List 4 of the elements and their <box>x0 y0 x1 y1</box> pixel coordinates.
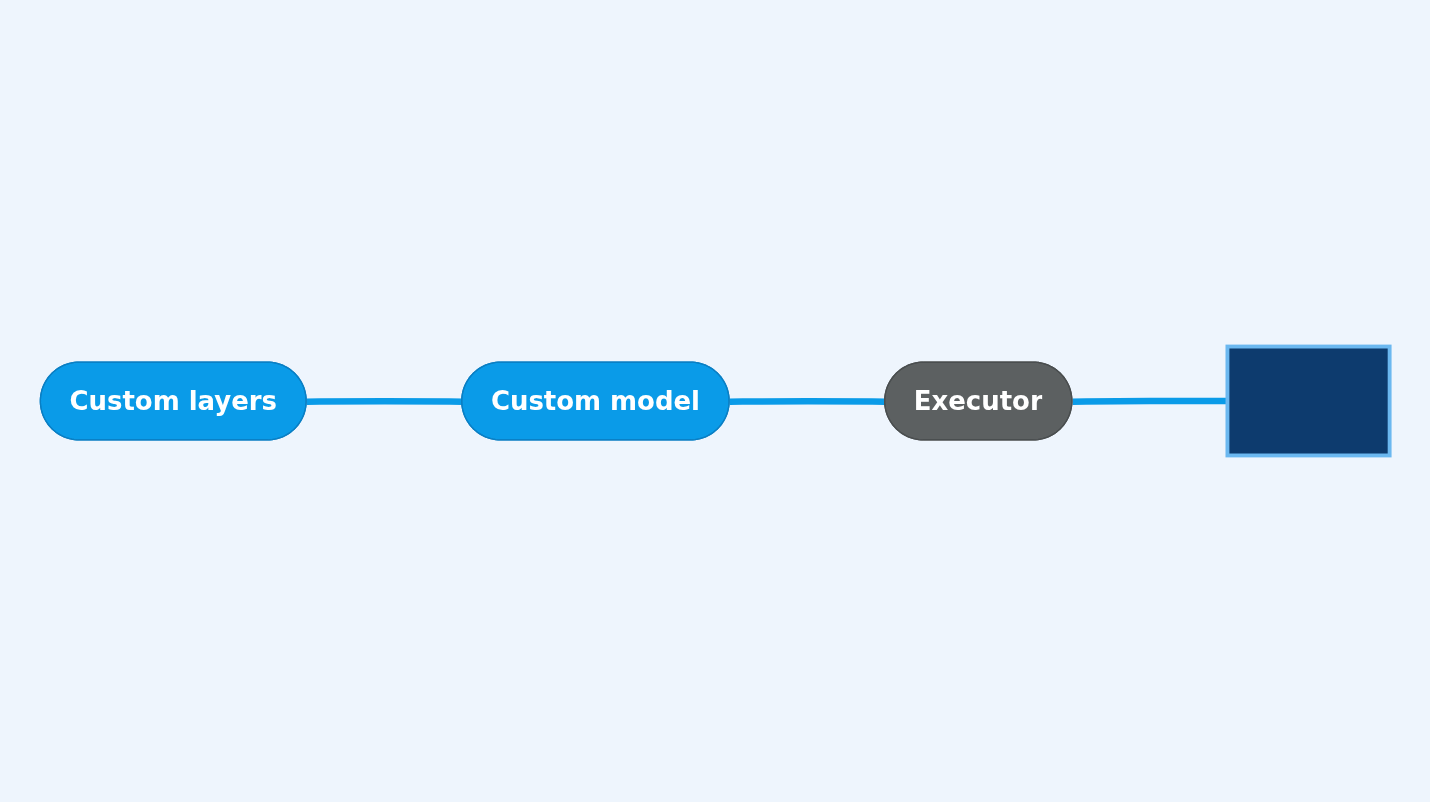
node-box <box>1225 344 1392 458</box>
connector <box>306 398 463 405</box>
connector <box>729 398 886 405</box>
connector <box>1072 397 1228 405</box>
